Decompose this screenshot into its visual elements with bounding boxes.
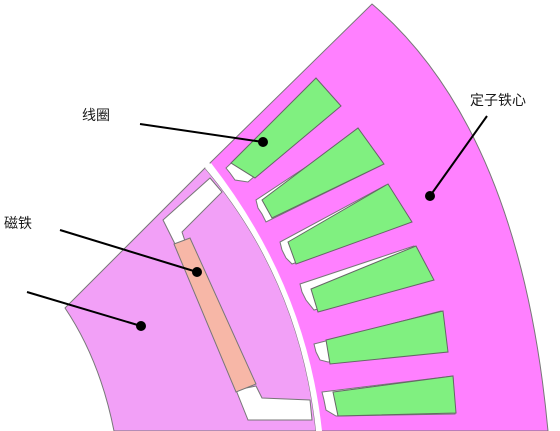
flux-barriers [162,177,313,421]
leader-dot-stator [425,191,435,201]
label-stator-core: 定子铁心 [470,93,526,109]
coils [230,77,457,417]
coil [261,127,385,219]
leader-line-coil [139,123,264,143]
label-magnet: 磁铁 [4,216,32,232]
coil [230,77,342,179]
coil [287,183,413,265]
flux-barrier-bottom [235,385,313,421]
coil [332,375,457,417]
label-coil: 线圈 [82,108,110,124]
coil [325,310,449,365]
leader-dot-rotor [136,321,146,331]
leader-line-magnet [59,229,198,273]
leader-dot-magnet [192,267,202,277]
leader-dot-coil [258,137,268,147]
coil [310,245,435,313]
leader-line-rotor [26,291,142,327]
permanent-magnet [173,237,257,393]
annotation-leaders [26,115,488,331]
leader-line-stator [429,115,488,197]
